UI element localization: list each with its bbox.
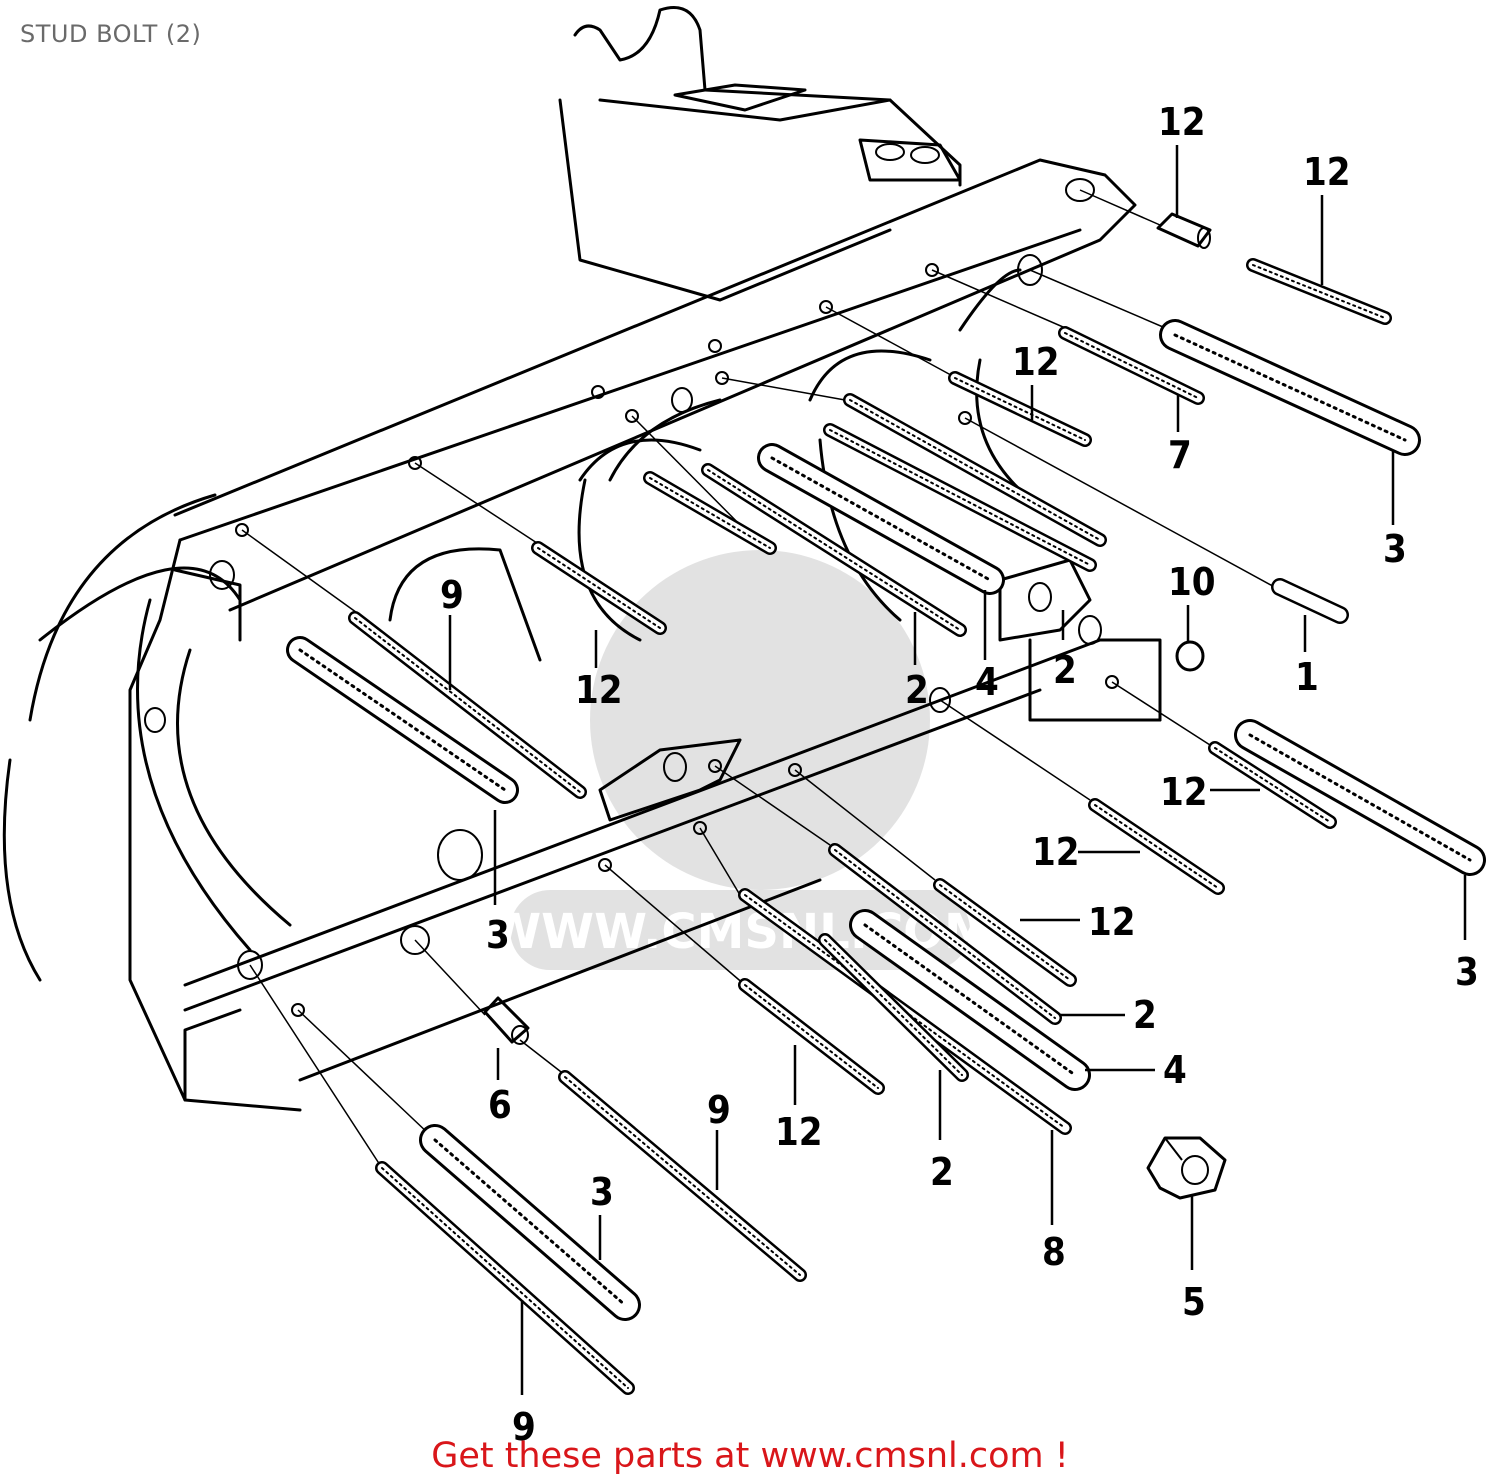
stud-bolt-12-d (1208, 741, 1337, 829)
collar-6 (483, 996, 530, 1045)
small-parts (483, 212, 1227, 1200)
stud-bolt-12-c (1246, 258, 1392, 325)
callout-9-top: 9 (440, 573, 464, 617)
callout-2-b: 2 (1053, 648, 1077, 692)
collar-11 (1156, 212, 1212, 249)
callout-5: 5 (1182, 1280, 1206, 1324)
callout-11: 12 (1158, 100, 1206, 144)
stud-bolt-2-a (701, 463, 967, 637)
callout-9-mid: 9 (707, 1088, 731, 1132)
callout-6: 6 (488, 1083, 512, 1127)
callout-12-right-c: 12 (1088, 900, 1136, 944)
stud-bolt-12-e (1088, 798, 1225, 895)
leader-lines (448, 145, 1467, 1395)
stud-bolt-3-top (1159, 319, 1421, 456)
callout-12-right-a: 12 (1160, 770, 1208, 814)
callout-10: 10 (1168, 560, 1216, 604)
callout-4-bottom: 4 (1163, 1048, 1187, 1092)
stud-bolt-12-g (738, 978, 885, 1095)
callout-2-c: 2 (1133, 993, 1157, 1037)
callout-labels: 12 12 12 7 3 10 1 9 12 2 4 2 3 12 12 12 … (440, 100, 1479, 1449)
callout-2-d: 2 (930, 1150, 954, 1194)
stud-bolt-3-left (286, 636, 519, 804)
callout-3-left: 3 (486, 913, 510, 957)
callout-3-right: 3 (1455, 950, 1479, 994)
stud-bolt-mid-1 (643, 471, 777, 555)
stud-bolt-9-bottom (375, 1161, 635, 1395)
callout-8: 8 (1042, 1230, 1066, 1274)
stud-bolt-2-e (818, 933, 969, 1082)
stud-bolts (286, 258, 1486, 1395)
stud-bolt-2-d (828, 843, 1062, 1025)
callout-12-left: 12 (575, 668, 623, 712)
stud-bolt-12-a (531, 541, 667, 635)
stud-bolt-12-b (948, 371, 1092, 447)
nut-5 (1146, 1136, 1227, 1200)
stud-bolt-9-upper (348, 611, 587, 799)
stud-bolt-3-bottom (419, 1124, 641, 1321)
callout-2-a: 2 (905, 668, 929, 712)
stud-bolt-4-top (757, 443, 1005, 595)
stud-bolt-3-right (1234, 719, 1486, 876)
callout-3-bottom: 3 (590, 1170, 614, 1214)
callout-4-top: 4 (975, 660, 999, 704)
callout-12-bottom: 12 (775, 1110, 823, 1154)
page-title: STUD BOLT (2) (20, 20, 202, 48)
callout-7: 7 (1168, 433, 1192, 477)
case-holes (235, 263, 1119, 1017)
callout-12-top-right: 12 (1303, 150, 1351, 194)
stud-bolt-9-mid (558, 1070, 807, 1282)
footer-link[interactable]: Get these parts at www.cmsnl.com ! (431, 1436, 1069, 1476)
callout-12-mid-top: 12 (1012, 340, 1060, 384)
stud-bolt-2-c (843, 393, 1107, 547)
callout-9-bottom: 9 (512, 1405, 536, 1449)
assembly-lines (241, 189, 1281, 1166)
stud-bolt-2-b (823, 423, 1097, 572)
callout-3-top: 3 (1383, 527, 1407, 571)
stud-bolt-12-f (933, 878, 1077, 987)
callout-1: 1 (1295, 655, 1319, 699)
o-ring-10 (1175, 640, 1205, 672)
stud-bolt-1 (1271, 578, 1349, 624)
callout-12-right-b: 12 (1032, 830, 1080, 874)
stud-bolt-7 (1058, 326, 1205, 405)
stud-bolt-4-bottom (849, 909, 1091, 1091)
